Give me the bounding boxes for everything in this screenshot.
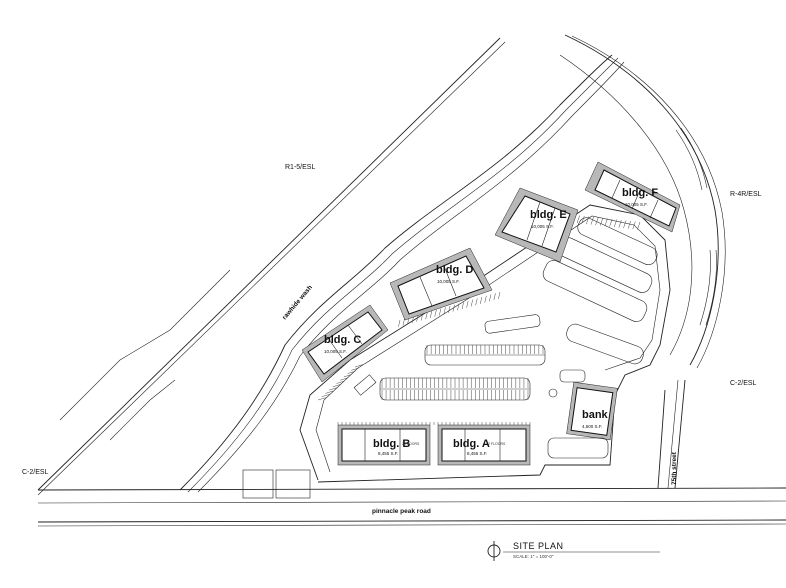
building-bank[interactable] [547,381,618,459]
site-perimeter [299,204,671,483]
parking-stall-mark [604,218,608,227]
bank-area: 4,500 S.F. [582,424,602,429]
building-e[interactable] [494,187,579,263]
zone-label-southwest: C-2/ESL [22,469,49,476]
parking-stall-mark [416,314,419,322]
parking-stall-mark [429,311,433,318]
parking-stall-mark [402,318,405,326]
parking-stall-mark [466,300,469,308]
wash-label: rawhide wash [281,284,314,321]
building-d[interactable] [389,247,493,321]
parking-stall-mark [443,307,446,315]
building-f[interactable] [584,161,681,233]
wash-lines [59,54,625,493]
parking-stall-mark [484,295,487,303]
zone-label-southeast: C-2/ESL [730,380,757,387]
parking-stall-mark [627,220,631,229]
parking-stall-mark [623,220,627,229]
parking-rows [317,214,658,425]
parking-stall-mark [347,370,356,374]
road-label: pinnacle peak road [372,508,431,515]
parking-stall-mark [425,312,428,320]
building-a[interactable] [437,424,531,466]
parking-stall-mark [489,294,492,302]
parking-stall-mark [336,380,345,384]
parking-stall-mark [590,216,594,225]
title-block: SITE PLAN SCALE: 1" = 100'-0" [487,541,660,561]
parking-stall-mark [461,302,464,310]
building-b-area: 8,455 S.F. [378,451,398,456]
building-b-name: bldg. B [373,438,410,450]
parking-stall-mark [317,397,326,401]
parking-stall-mark [600,217,604,226]
parking-stall-mark [457,303,460,311]
parking-stall-mark [632,221,636,230]
parking-stall-mark [595,217,599,226]
parking-stall-mark [398,319,401,327]
parking-stall-mark [493,293,496,301]
parking-stall-mark [325,390,334,394]
building-c[interactable] [301,304,389,383]
zone-label-north: R1-5/ESL [285,164,315,171]
zone-label-east: R-4R/ESL [730,191,762,198]
building-f-name: bldg. F [622,187,658,199]
parking-stall-mark [439,308,442,316]
building-a-name: bldg. A [453,438,490,450]
site-boundary [37,37,786,527]
parking-stall-mark [420,313,423,321]
parking-stall-mark [321,394,330,397]
building-d-name: bldg. D [436,264,473,276]
parking-stall-mark [637,221,641,230]
building-b[interactable] [337,424,431,466]
parking-stall-mark [576,215,580,224]
plan-title: SITE PLAN [513,541,564,551]
parking-stall-mark [434,309,437,317]
building-c-area: 10,005 S.F. [324,349,347,354]
building-f-area: 10,005 S.F. [625,202,648,207]
parking-stall-mark [470,299,473,307]
parking-stall-mark [586,216,590,225]
building-b-floors: 2 FLOORS [402,442,420,446]
curved-road [559,34,726,489]
parking-stall-mark [479,297,483,304]
parking-stall-mark [581,215,585,224]
building-e-area: 10,005 S.F. [531,224,554,229]
parking-stall-mark [448,305,451,313]
parking-stall-mark [475,298,478,306]
plan-scale: SCALE: 1" = 100'-0" [513,554,554,559]
building-a-area: 8,455 S.F. [467,451,487,456]
parking-stall-mark [609,218,613,227]
parking-stall-mark [340,377,348,381]
parking-stall-mark [613,219,618,228]
parking-stall-mark [618,219,622,228]
bank-name: bank [582,409,609,421]
building-e-name: bldg. E [530,209,567,221]
parking-stall-mark [332,384,341,388]
street-label: 75th street [671,451,678,485]
building-d-area: 10,005 S.F. [437,279,460,284]
parking-stall-mark [354,364,363,368]
parking-stall-mark [452,304,455,312]
parking-stall-mark [343,374,352,378]
building-a-floors: 2 FLOORS [488,442,506,446]
parking-stall-mark [329,387,337,391]
parking-stall-mark [498,291,501,299]
parking-stall-mark [351,367,360,371]
building-c-name: bldg. C [324,334,361,346]
